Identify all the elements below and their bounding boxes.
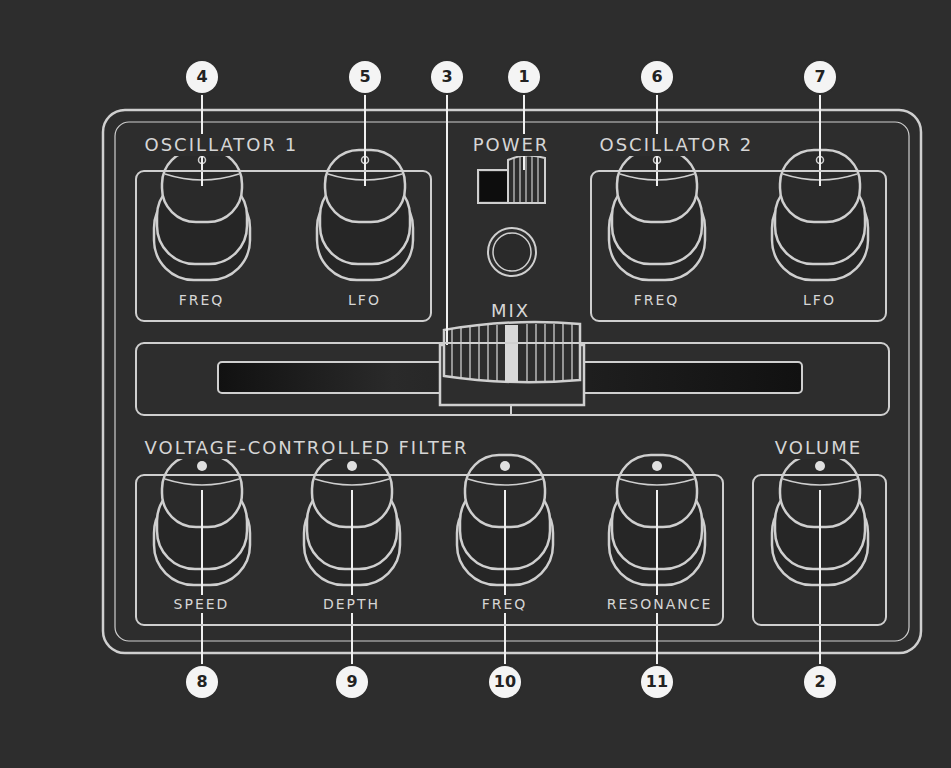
callout-number: 11 <box>641 666 673 698</box>
knob-label: FREQ <box>479 595 531 613</box>
volume-section: VOLUME <box>752 474 887 626</box>
section-heading: VOLTAGE-CONTROLLED FILTER <box>142 437 472 459</box>
control-label: POWER <box>470 134 553 156</box>
knob-label: SPEED <box>171 595 233 613</box>
slider-label: MIX <box>491 300 530 322</box>
knob-label: DEPTH <box>320 595 383 613</box>
callout-number: 4 <box>186 61 218 93</box>
knob-label: RESONANCE <box>604 595 716 613</box>
callout-number: 1 <box>508 61 540 93</box>
mix-section: MIX <box>135 342 890 416</box>
housing-inner-line <box>115 122 909 641</box>
oscillator-section: OSCILLATOR 2FREQLFO <box>590 170 887 322</box>
callout-number: 10 <box>489 666 521 698</box>
oscillator-section: OSCILLATOR 1FREQLFO <box>135 170 432 322</box>
callout-number: 2 <box>804 666 836 698</box>
power-light <box>488 228 536 276</box>
callout-number: 3 <box>431 61 463 93</box>
knob-label: FREQ <box>176 291 228 309</box>
callout-number: 8 <box>186 666 218 698</box>
callout-number: 5 <box>349 61 381 93</box>
housing <box>103 110 921 653</box>
knob-label: FREQ <box>631 291 683 309</box>
filter-section: VOLTAGE-CONTROLLED FILTERSPEEDDEPTHFREQR… <box>135 474 724 626</box>
callout-number: 7 <box>804 61 836 93</box>
callout-number: 6 <box>641 61 673 93</box>
section-heading: OSCILLATOR 2 <box>597 134 757 156</box>
leader-lines <box>202 93 820 666</box>
section-heading: OSCILLATOR 1 <box>142 134 302 156</box>
section-heading: VOLUME <box>772 437 865 459</box>
knob-label: LFO <box>345 291 384 309</box>
callout-number: 9 <box>336 666 368 698</box>
knob-label: LFO <box>800 291 839 309</box>
